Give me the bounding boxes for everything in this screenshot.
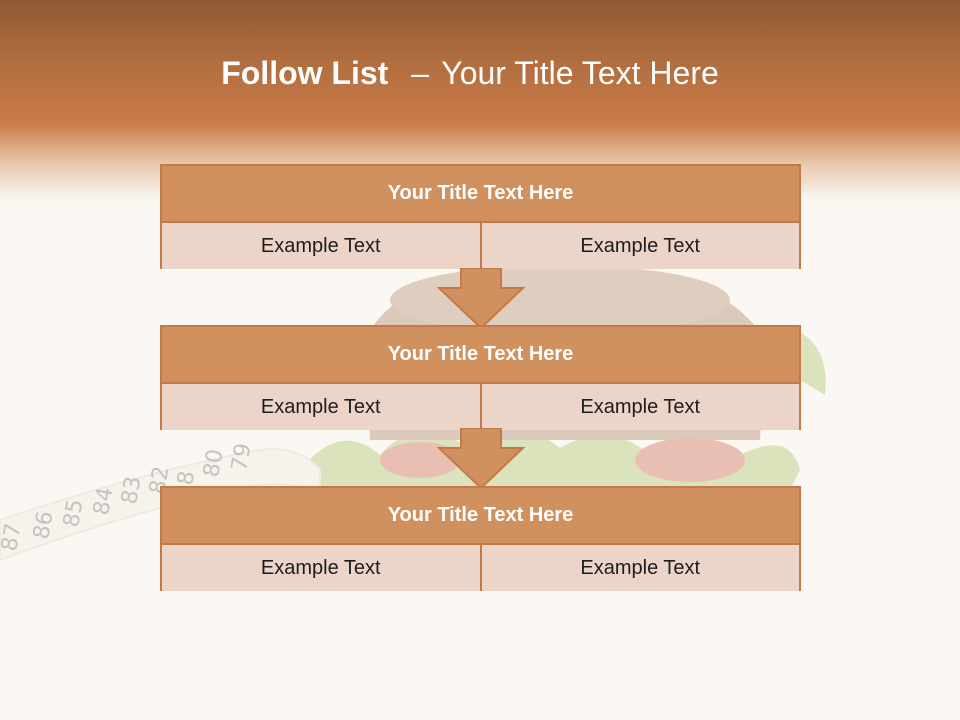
block-row: Example Text Example Text bbox=[162, 382, 799, 430]
block-cell-right: Example Text bbox=[479, 384, 799, 430]
slide-title-dash: – bbox=[411, 55, 429, 91]
tape-number: 86 bbox=[29, 509, 58, 541]
slide-title-rest: Your Title Text Here bbox=[441, 55, 719, 91]
down-arrow-icon bbox=[437, 428, 525, 490]
block-cell-left: Example Text bbox=[162, 223, 480, 269]
block-title: Your Title Text Here bbox=[162, 488, 799, 543]
block-cell-left: Example Text bbox=[162, 384, 480, 430]
slide-title: Follow List – Your Title Text Here bbox=[0, 55, 940, 92]
tape-number: 85 bbox=[59, 497, 88, 529]
block-title: Your Title Text Here bbox=[162, 327, 799, 382]
block-cell-right: Example Text bbox=[479, 545, 799, 591]
tape-number: 87 bbox=[0, 521, 27, 553]
follow-list-block-2: Your Title Text Here Example Text Exampl… bbox=[160, 325, 801, 430]
tape-number: 84 bbox=[89, 485, 118, 517]
block-title: Your Title Text Here bbox=[162, 166, 799, 221]
tape-number: 8 bbox=[173, 469, 200, 487]
follow-list-block-1: Your Title Text Here Example Text Exampl… bbox=[160, 164, 801, 269]
slide-title-main: Follow List bbox=[221, 55, 389, 91]
tape-number: 83 bbox=[117, 474, 146, 506]
down-arrow-icon bbox=[437, 268, 525, 330]
block-row: Example Text Example Text bbox=[162, 221, 799, 269]
follow-list-block-3: Your Title Text Here Example Text Exampl… bbox=[160, 486, 801, 591]
block-cell-left: Example Text bbox=[162, 545, 480, 591]
tape-number: 80 bbox=[199, 447, 228, 479]
block-cell-right: Example Text bbox=[479, 223, 799, 269]
tape-number: 79 bbox=[227, 441, 256, 473]
block-row: Example Text Example Text bbox=[162, 543, 799, 591]
